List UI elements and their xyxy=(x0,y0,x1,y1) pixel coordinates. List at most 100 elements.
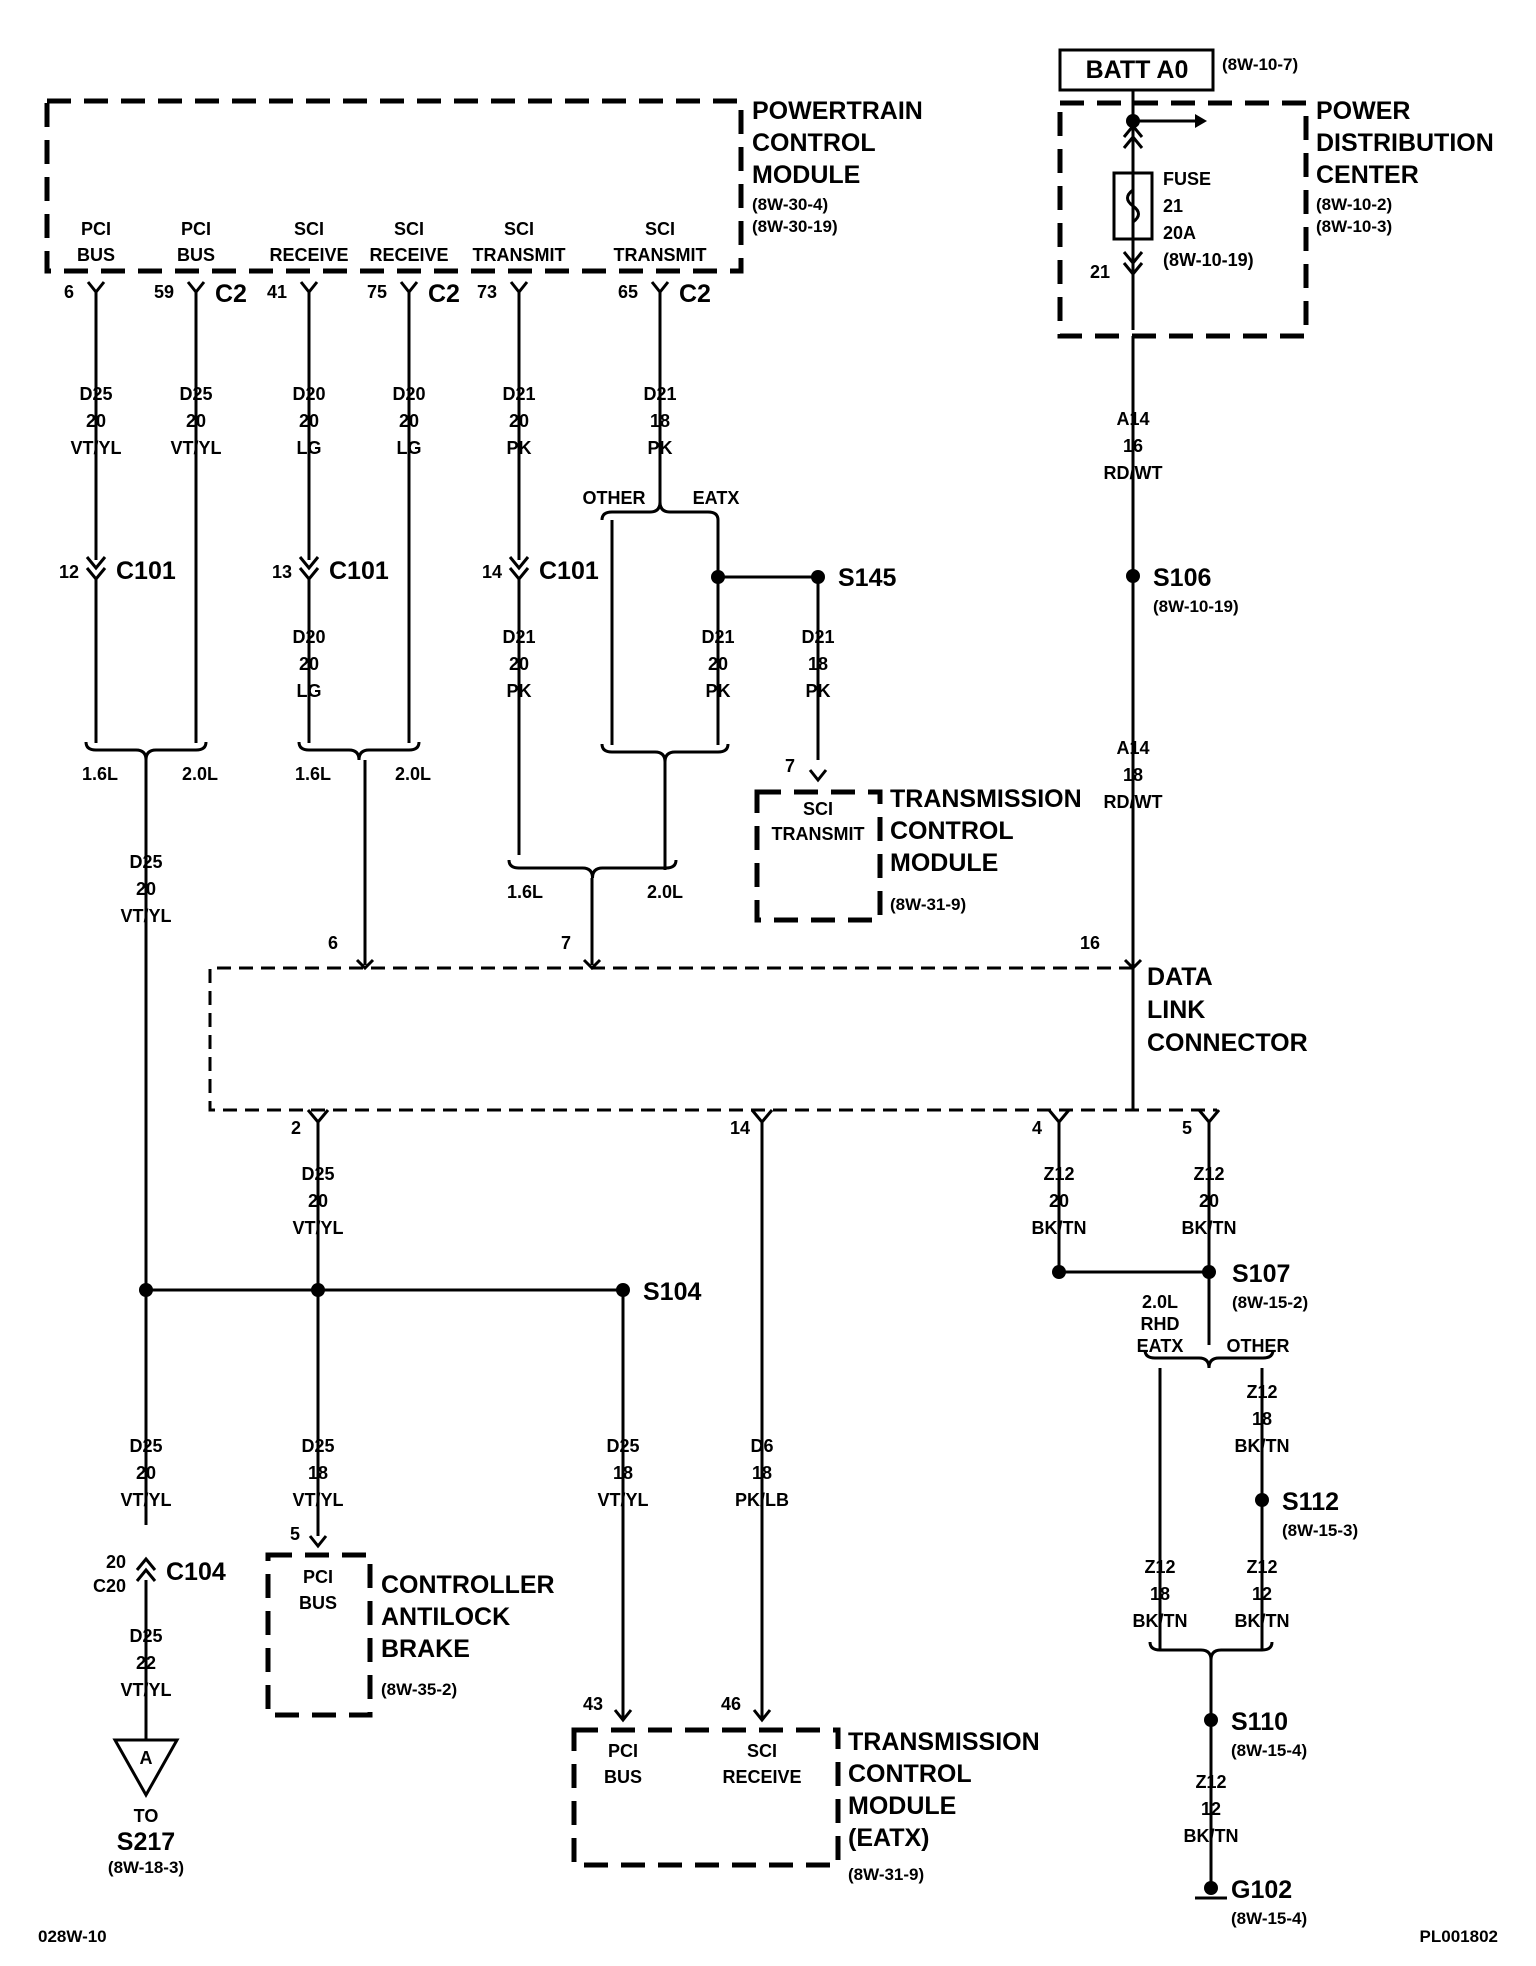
wire-label: 20 xyxy=(136,1463,156,1483)
wire-label: D25 xyxy=(301,1164,334,1184)
rhd-other-brace xyxy=(1143,1349,1275,1369)
tcm1-pin-label: SCI xyxy=(803,799,833,819)
wire-label: D25 xyxy=(129,1626,162,1646)
tcm1-pin-label: TRANSMIT xyxy=(772,824,865,844)
wire-label: VT/YL xyxy=(292,1490,343,1510)
dlc-cavity-num: 7 xyxy=(561,933,571,953)
fuse-label: (8W-10-19) xyxy=(1163,250,1254,270)
pcm-ref: (8W-30-19) xyxy=(752,217,838,236)
wire-label: 18 xyxy=(1252,1409,1272,1429)
cab-title: ANTILOCK xyxy=(381,1603,510,1631)
batt-label: BATT A0 xyxy=(1086,56,1189,84)
wire-label: 12 xyxy=(1201,1799,1221,1819)
inline-connector-mark xyxy=(85,556,107,571)
wire-label: D25 xyxy=(179,384,212,404)
inline-connector-mark xyxy=(508,556,530,571)
footer-right: PL001802 xyxy=(1420,1927,1498,1946)
wire-label: 20 xyxy=(86,411,106,431)
wire-label: VT/YL xyxy=(120,906,171,926)
dlc-cavity-num: 5 xyxy=(1182,1118,1192,1138)
pcm-pin-label: PCI xyxy=(81,219,111,239)
splice-s110: S110 xyxy=(1231,1708,1288,1736)
pcm-title: MODULE xyxy=(752,161,860,189)
other-eatx-brace xyxy=(600,501,720,521)
wire-label: D20 xyxy=(292,384,325,404)
c101-label: C101 xyxy=(329,557,389,585)
splice-dot xyxy=(1052,1265,1066,1279)
cab-pin-label: BUS xyxy=(299,1593,337,1613)
dlc-cavity-num: 4 xyxy=(1032,1118,1042,1138)
pcm-pin-label: RECEIVE xyxy=(369,245,448,265)
inline-connector-mark xyxy=(135,1556,157,1571)
c101-label: C101 xyxy=(116,557,176,585)
pcm-pin-label: BUS xyxy=(177,245,215,265)
cavity-terminal xyxy=(399,281,419,295)
cavity-terminal xyxy=(509,281,529,295)
option-20l: 2.0L xyxy=(647,882,683,902)
splice-s106-ref: (8W-10-19) xyxy=(1153,597,1239,616)
pcm-pin-label: PCI xyxy=(181,219,211,239)
pcm-cavity: 6 xyxy=(64,282,74,302)
pdc-box xyxy=(1057,100,1309,339)
tcm2-cavity: 43 xyxy=(583,1694,603,1714)
wire-label: PK xyxy=(647,438,672,458)
cab-box xyxy=(265,1552,373,1718)
tcm2-title: (EATX) xyxy=(848,1824,929,1852)
pdc-title: POWER xyxy=(1316,97,1410,125)
wire-label: 20 xyxy=(509,654,529,674)
offpage-name: S217 xyxy=(117,1828,175,1856)
wire-label: 18 xyxy=(1150,1584,1170,1604)
wire-label: D21 xyxy=(701,627,734,647)
pcm-title: POWERTRAIN xyxy=(752,97,923,125)
option-other: OTHER xyxy=(583,488,646,508)
pcm-pin-label: TRANSMIT xyxy=(473,245,566,265)
wire-label: 18 xyxy=(808,654,828,674)
tcm2-cavity: 46 xyxy=(721,1694,741,1714)
wire-label: D21 xyxy=(801,627,834,647)
pcm-pin-label: SCI xyxy=(394,219,424,239)
wire-label: BK/TN xyxy=(1133,1611,1188,1631)
wire-label: BK/TN xyxy=(1032,1218,1087,1238)
dlc-title: DATA xyxy=(1147,963,1213,991)
splice-dot xyxy=(139,1283,153,1297)
option-20l: 2.0L xyxy=(182,764,218,784)
wire-label: BK/TN xyxy=(1184,1826,1239,1846)
tcm1-cavity: 7 xyxy=(785,756,795,776)
ground-g102: G102 xyxy=(1231,1876,1292,1904)
wire-label: D25 xyxy=(301,1436,334,1456)
dlc-cavity xyxy=(1197,1109,1221,1125)
wire-label: VT/YL xyxy=(292,1218,343,1238)
wire-label: BK/TN xyxy=(1182,1218,1237,1238)
wire-label: D6 xyxy=(750,1436,773,1456)
splice-s112: S112 xyxy=(1282,1488,1339,1516)
pcm-pin-label: SCI xyxy=(504,219,534,239)
pcm-pin-label: SCI xyxy=(645,219,675,239)
dlc-title: LINK xyxy=(1147,996,1205,1024)
cab-ref: (8W-35-2) xyxy=(381,1680,457,1699)
pdc-ref: (8W-10-2) xyxy=(1316,195,1392,214)
wire-label: 18 xyxy=(752,1463,772,1483)
wire-label: Z12 xyxy=(1144,1557,1175,1577)
cavity-terminal xyxy=(299,281,319,295)
dlc-cavity-num: 16 xyxy=(1080,933,1100,953)
pdc-title: DISTRIBUTION xyxy=(1316,129,1494,157)
cavity-terminal xyxy=(808,769,828,783)
wire-label: RD/WT xyxy=(1104,792,1163,812)
wire-label: 20 xyxy=(299,654,319,674)
ground-g102-ref: (8W-15-4) xyxy=(1231,1909,1307,1928)
tcm2-pin-label: SCI xyxy=(747,1741,777,1761)
other-eatx-join-brace xyxy=(600,743,730,763)
pcm-pin-label: BUS xyxy=(77,245,115,265)
tcm2-title: CONTROL xyxy=(848,1760,972,1788)
inline-connector-mark xyxy=(1122,123,1144,138)
splice-s145: S145 xyxy=(838,564,896,592)
tcm1-title: CONTROL xyxy=(890,817,1014,845)
engine-brace-sci-rx xyxy=(297,741,421,761)
tcm2-pin-label: PCI xyxy=(608,1741,638,1761)
offpage-triangle xyxy=(112,1738,180,1799)
engine-brace-sci-tx xyxy=(507,859,678,879)
offpage-ref: (8W-18-3) xyxy=(108,1858,184,1877)
splice-s107-dot xyxy=(1202,1265,1216,1279)
wire-label: 20 xyxy=(299,411,319,431)
dlc-cavity xyxy=(306,1109,330,1125)
